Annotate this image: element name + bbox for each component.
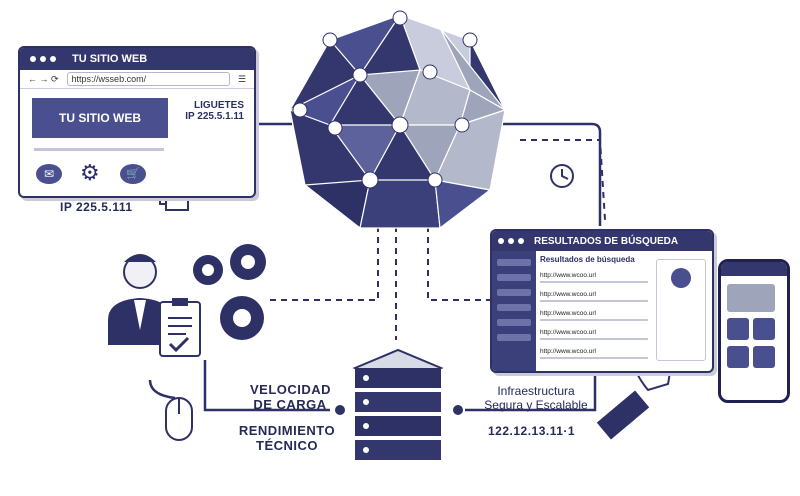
results-title: RESULTADOS DE BÚSQUEDA (534, 235, 679, 247)
website-ip-footer: IP 225.5.111 (60, 200, 133, 214)
search-results-window: RESULTADOS DE BÚSQUEDA Resultados de bús… (490, 229, 714, 373)
phone-status-bar (721, 262, 787, 276)
mail-icon: ✉ (36, 164, 62, 184)
phone-app-tile[interactable] (753, 318, 775, 340)
mouse-cable (148, 379, 176, 400)
server-stack-icon (352, 348, 444, 460)
menu-icon[interactable]: ☰ (237, 73, 246, 84)
server-ip-label: 122.12.13.11·1 (488, 424, 576, 438)
website-browser-window: TU SITIO WEB ← → ⟳ https://wsseb.com/ ☰ … (18, 46, 256, 198)
mouse-icon (165, 397, 193, 441)
infrastructure-connector (465, 372, 597, 412)
results-sidebar (492, 251, 536, 371)
browser-title-bar: TU SITIO WEB (20, 48, 254, 70)
back-forward-icon[interactable]: ← → ⟳ (28, 73, 59, 84)
ticket-icon (596, 390, 650, 440)
website-ip-label: IP 225.5.1.11 (185, 111, 244, 122)
dashed-link-top (520, 139, 606, 221)
phone-app-tile[interactable] (753, 346, 775, 368)
avatar (671, 268, 691, 288)
results-list: Resultados de búsqueda http://www.wcoo.u… (540, 255, 648, 359)
phone-app-tile[interactable] (727, 346, 749, 368)
clipboard-icon (159, 298, 201, 357)
clock-icon (550, 164, 574, 188)
mobile-phone (718, 259, 790, 403)
browser-address-bar: ← → ⟳ https://wsseb.com/ ☰ (20, 70, 254, 89)
phone-app-tile[interactable] (727, 318, 749, 340)
dashed-link-right (427, 226, 490, 301)
website-title: TU SITIO WEB (72, 53, 148, 65)
gear-icon: ⚙ (80, 160, 100, 185)
address-field[interactable]: https://wsseb.com/ (66, 72, 230, 86)
window-controls (498, 236, 528, 247)
website-side-label: LIGUETES (193, 100, 244, 111)
connector-node (335, 405, 345, 415)
results-connector (490, 122, 602, 226)
result-item[interactable]: http://www.wcoo.url (540, 310, 648, 321)
connector-node (453, 405, 463, 415)
result-item[interactable]: http://www.wcoo.url (540, 329, 648, 340)
phone-profile-tile (727, 284, 775, 312)
results-subtitle: Resultados de búsqueda (540, 255, 635, 264)
website-side-info: LIGUETES IP 225.5.1.11 (180, 100, 244, 122)
gear-icon (193, 244, 266, 340)
divider (34, 148, 164, 151)
website-hero-banner: TU SITIO WEB (32, 98, 168, 138)
globe-nodes (292, 10, 478, 189)
result-item[interactable]: http://www.wcoo.url (540, 291, 648, 302)
user-icon (108, 254, 172, 345)
results-title-bar: RESULTADOS DE BÚSQUEDA (492, 231, 712, 251)
performance-connector (203, 360, 330, 412)
profile-card (656, 259, 706, 361)
result-item[interactable]: http://www.wcoo.url (540, 348, 648, 359)
cart-icon: 🛒 (120, 164, 146, 184)
result-item[interactable]: http://www.wcoo.url (540, 272, 648, 283)
window-controls (30, 53, 60, 65)
dashed-link-left (270, 226, 379, 301)
